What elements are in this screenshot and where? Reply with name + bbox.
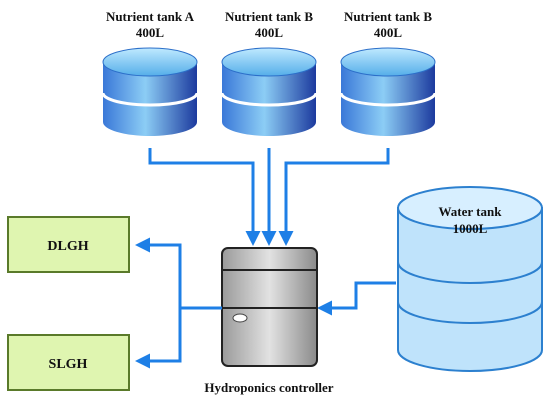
controller-indicator bbox=[232, 313, 248, 323]
pipe-to-dlgh bbox=[135, 237, 222, 310]
tank-a-volume: 400L bbox=[136, 25, 165, 40]
tank-a-name: Nutrient tank A bbox=[106, 9, 195, 24]
water-tank-name: Water tank bbox=[439, 204, 503, 219]
tank-b1-volume: 400L bbox=[255, 25, 284, 40]
tank-b1-name: Nutrient tank B bbox=[225, 9, 313, 24]
pipe-water-tank bbox=[317, 281, 396, 316]
controller-label: Hydroponics controller bbox=[204, 380, 333, 395]
hydroponics-controller bbox=[221, 247, 318, 367]
water-tank-volume: 1000L bbox=[453, 221, 488, 236]
nutrient-tank-b2 bbox=[339, 47, 437, 136]
tank-b2-volume: 400L bbox=[374, 25, 403, 40]
nutrient-tank-a bbox=[101, 47, 199, 136]
slgh-label: SLGH bbox=[49, 357, 88, 372]
pipe-tank-a bbox=[148, 148, 261, 246]
tank-label-b2: Nutrient tank B 400L bbox=[344, 9, 432, 40]
water-tank: Water tank 1000L bbox=[397, 186, 543, 372]
greenhouse-dlgh: DLGH bbox=[7, 216, 130, 273]
tank-label-b1: Nutrient tank B 400L bbox=[225, 9, 313, 40]
greenhouse-slgh: SLGH bbox=[7, 334, 130, 391]
pipe-to-slgh bbox=[135, 308, 182, 369]
nutrient-pipes bbox=[148, 148, 390, 246]
output-pipes bbox=[135, 237, 222, 369]
dlgh-label: DLGH bbox=[47, 239, 88, 254]
pipe-tank-b2 bbox=[278, 148, 390, 246]
tank-b2-name: Nutrient tank B bbox=[344, 9, 432, 24]
nutrient-tank-b1 bbox=[220, 47, 318, 136]
tank-label-a: Nutrient tank A 400L bbox=[106, 9, 195, 40]
